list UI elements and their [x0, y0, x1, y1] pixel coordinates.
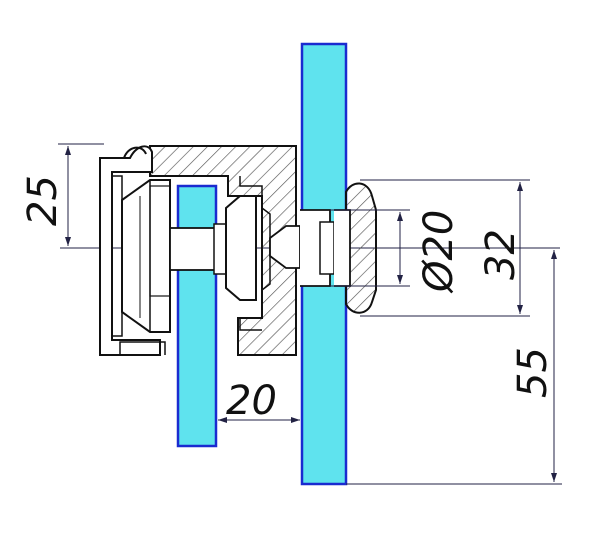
- profile-top-hook: [123, 146, 147, 159]
- profile-hatched-body: [149, 145, 297, 356]
- dimension-32: 32: [360, 179, 530, 317]
- profile-inner-lip: [112, 175, 123, 337]
- threaded-stud: [169, 223, 231, 275]
- dimension-55: 55: [346, 250, 562, 485]
- inner-glass-pane: [176, 184, 218, 448]
- dimension-55-label: 55: [510, 347, 556, 398]
- dimension-20: 20: [218, 378, 300, 424]
- dimension-25-label: 25: [20, 175, 66, 226]
- left-pressure-disc: [121, 179, 171, 333]
- dimension-32-label: 32: [478, 229, 524, 280]
- dimension-20-label: 20: [226, 378, 277, 424]
- clamp-profile: [99, 145, 297, 356]
- profile-right-ridges: [239, 176, 263, 331]
- dimension-25: 25: [20, 143, 104, 246]
- profile-bottom-lip: [119, 341, 166, 355]
- dimension-diameter-20: Ø20: [330, 209, 462, 294]
- dimension-diameter-20-label: Ø20: [416, 210, 462, 294]
- profile-outer-wall: [99, 145, 161, 356]
